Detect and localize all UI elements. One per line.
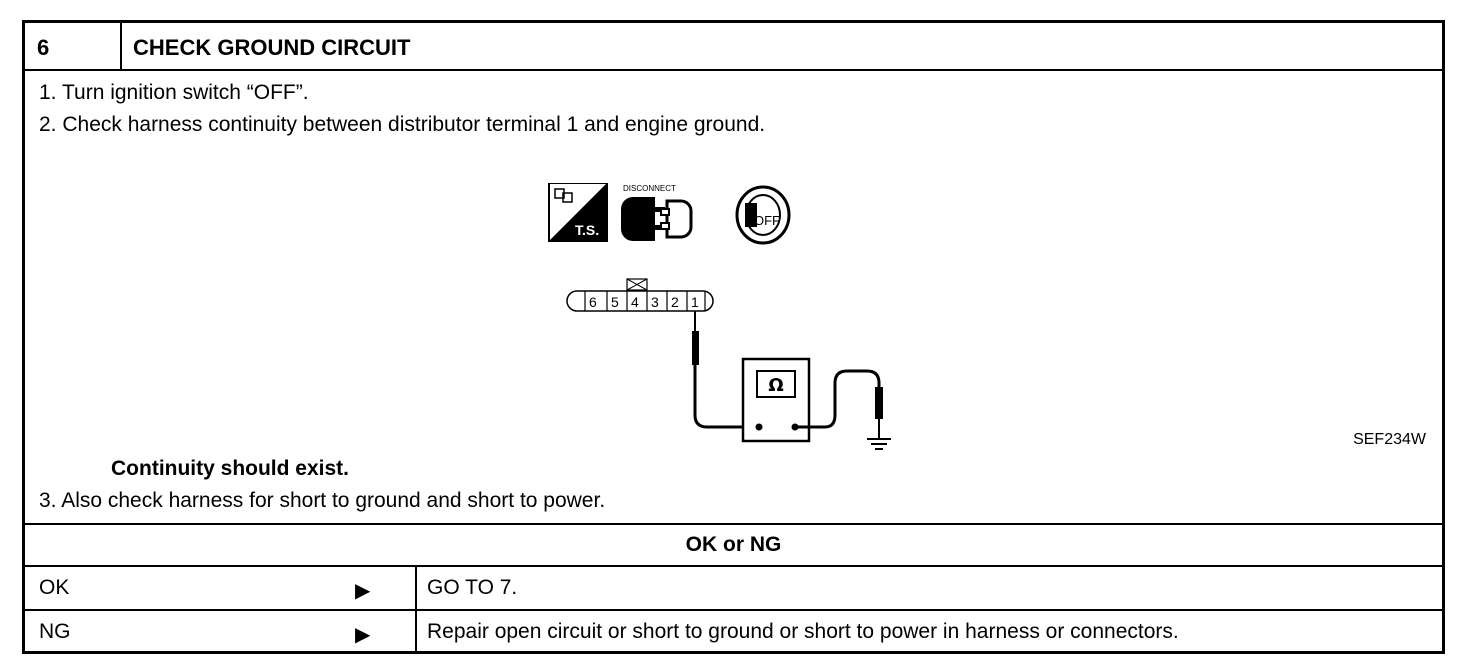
continuity-note: Continuity should exist. [111, 457, 350, 480]
ok-ng-title: OK or NG [685, 533, 782, 556]
instruction-1: 1. Turn ignition switch “OFF”. [39, 81, 309, 104]
result-label: OK [39, 576, 70, 599]
disconnect-label: DISCONNECT [623, 184, 676, 193]
instruction-2: 2. Check harness continuity between dist… [39, 113, 766, 136]
step-header: 6 CHECK GROUND CIRCUIT [25, 23, 1442, 71]
terminal-label: 2 [671, 294, 679, 310]
figure-id: SEF234W [1353, 431, 1426, 448]
ground-symbol-icon [867, 438, 891, 450]
procedure-box: 6 CHECK GROUND CIRCUIT 1. Turn ignition … [22, 20, 1445, 654]
column-divider [415, 567, 417, 611]
column-divider [415, 611, 417, 653]
arrow-right-icon: ▶ [355, 624, 371, 646]
step-title: CHECK GROUND CIRCUIT [133, 35, 411, 60]
result-header-row: OK or NG [25, 523, 1442, 567]
disconnect-icon: DISCONNECT [621, 184, 693, 241]
ignition-off-icon: OFF [735, 185, 791, 245]
off-label: OFF [754, 213, 780, 228]
ground-lead [795, 369, 883, 439]
ohm-symbol: Ω [768, 375, 783, 396]
continuity-check-diagram: T.S. DISCONNECT OFF [548, 183, 891, 450]
result-row-ok: OK ▶ GO TO 7. [25, 565, 1442, 611]
step-number: 6 [25, 23, 122, 69]
arrow-right-icon: ▶ [355, 580, 371, 602]
harness-connector: 6 5 4 3 2 1 [566, 278, 714, 312]
result-label: NG [39, 620, 71, 643]
terminal-label: 4 [631, 294, 639, 310]
result-action: GO TO 7. [427, 576, 518, 599]
terminal-label: 3 [651, 294, 659, 310]
instruction-3: 3. Also check harness for short to groun… [39, 489, 606, 512]
probe-lead [692, 311, 759, 429]
terminal-label: 1 [691, 294, 699, 310]
ohmmeter: Ω [741, 357, 811, 443]
terminal-label: 6 [589, 294, 597, 310]
result-row-ng: NG ▶ Repair open circuit or short to gro… [25, 609, 1442, 653]
ts-icon: T.S. [548, 183, 608, 242]
terminal-label: 5 [611, 294, 619, 310]
result-action: Repair open circuit or short to ground o… [427, 620, 1179, 643]
ts-label: T.S. [575, 222, 599, 238]
